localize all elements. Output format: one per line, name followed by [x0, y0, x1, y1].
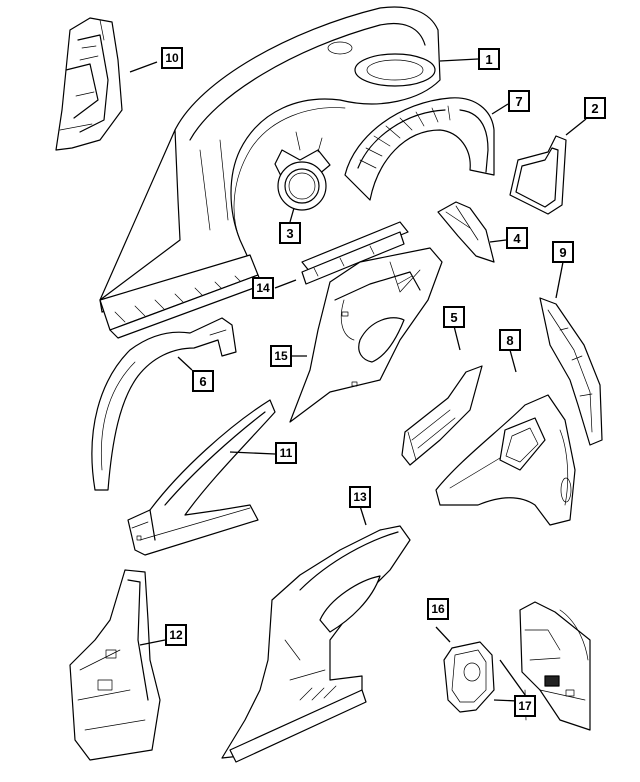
part-14-drawing	[301, 221, 409, 285]
part-1-drawing	[99, 6, 441, 339]
part-9-drawing	[539, 297, 603, 446]
callout-11: 11	[275, 442, 297, 464]
callout-5: 5	[443, 306, 465, 328]
part-8-drawing	[435, 394, 576, 526]
part-3-drawing	[274, 131, 331, 211]
callout-8: 8	[499, 329, 521, 351]
callout-12: 12	[165, 624, 187, 646]
part-17-drawing	[519, 601, 591, 731]
callout-2: 2	[584, 97, 606, 119]
part-6-drawing	[91, 317, 237, 491]
callout-3: 3	[279, 222, 301, 244]
part-10-drawing	[55, 17, 123, 151]
callout-13: 13	[349, 486, 371, 508]
callout-9: 9	[552, 241, 574, 263]
part-5-drawing	[401, 365, 483, 466]
part-11-drawing	[127, 399, 276, 556]
part-13-drawing	[221, 525, 411, 763]
part-12-drawing	[69, 569, 161, 761]
callout-1: 1	[478, 48, 500, 70]
callout-17: 17	[514, 695, 536, 717]
callout-6: 6	[192, 370, 214, 392]
part-2-drawing	[509, 135, 567, 215]
part-7-drawing	[344, 97, 495, 201]
callout-7: 7	[508, 90, 530, 112]
part-16-drawing	[443, 641, 495, 713]
callout-10: 10	[161, 47, 183, 69]
callout-15: 15	[270, 345, 292, 367]
callout-16: 16	[427, 598, 449, 620]
callout-4: 4	[506, 227, 528, 249]
part-4-drawing	[437, 201, 495, 263]
leader-lines	[129, 58, 587, 702]
callout-14: 14	[252, 277, 274, 299]
part-15-drawing	[289, 247, 443, 423]
